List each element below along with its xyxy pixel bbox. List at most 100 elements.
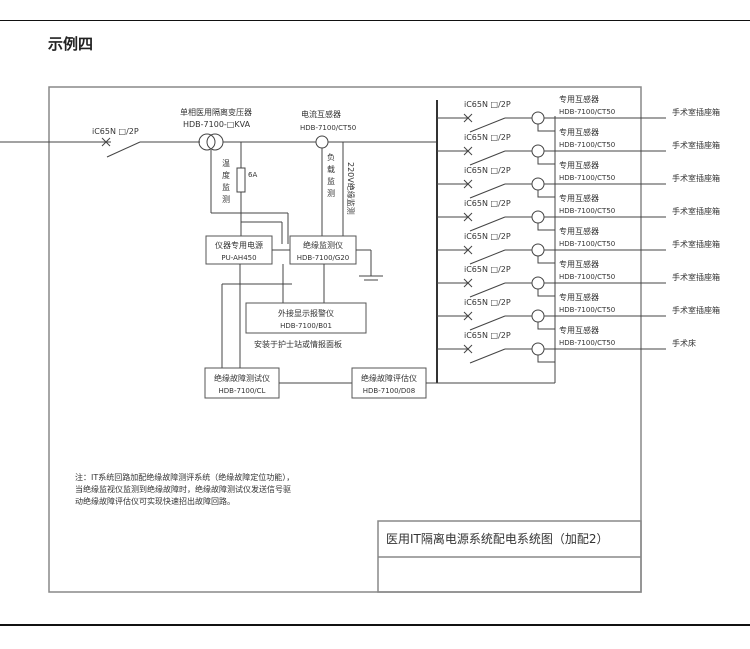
branch-breaker-contact [469,117,506,133]
branch-breaker-contact [469,249,506,265]
branch-load-label: 手术室插座箱 [672,206,720,216]
branch-ct-name: 专用互感器 [559,160,599,170]
branch-ct-model: HDB-7100/CT50 [559,141,615,149]
temp-monitor-label: 温度监测 [222,159,230,204]
branch-ct-symbol [531,144,545,158]
alarm-display-name: 外接显示报警仪 [278,308,334,318]
fault-evaluator-model: HDB-7100/D08 [363,387,415,395]
power-supply-name: 仪器专用电源 [215,240,263,250]
branch-ct-model: HDB-7100/CT50 [559,207,615,215]
note-line: 动绝缘故障评估仪可实现快速招出故障回路。 [75,496,235,506]
branch-ct-name: 专用互感器 [559,292,599,302]
branch-breaker-label: iC65N □/2P [464,166,511,175]
ground-symbol [356,249,383,281]
section-title: 示例四 [48,35,94,53]
power-supply-box [205,235,273,265]
main-breaker-symbol [100,137,141,158]
branch-breaker-contact [469,348,506,364]
fault-tester-box [204,367,280,399]
branch-ct-wire [537,157,555,165]
branch-load-label: 手术室插座箱 [672,272,720,282]
power-supply-model: PU-AH450 [221,254,256,262]
transformer-name: 单相医用隔离变压器 [180,107,252,117]
branch-ct-wire [537,124,555,132]
branch-ct-symbol [531,177,545,191]
branch-breaker-label: iC65N □/2P [464,265,511,274]
branch-ct-name: 专用互感器 [559,193,599,203]
branch-ct-model: HDB-7100/CT50 [559,273,615,281]
branch-ct-wire [537,355,555,363]
branch-ct-model: HDB-7100/CT50 [559,174,615,182]
ct-model: HDB-7100/CT50 [300,124,356,132]
insulation-monitor-box [289,235,357,265]
transformer-symbol [198,133,224,151]
branch-breaker-x [463,179,473,189]
branch-load-label: 手术室插座箱 [672,173,720,183]
branch-breaker-label: iC65N □/2P [464,133,511,142]
ct-name: 电流互感器 [301,109,341,119]
top-divider [0,20,750,21]
branch-ct-wire [537,223,555,231]
bottom-divider [0,624,750,626]
branch-ct-wire [537,322,555,330]
branch-ct-symbol [531,276,545,290]
branch-breaker-contact [469,315,506,331]
load-monitor-label: 负载监测 [327,152,335,198]
alarm-display-model: HDB-7100/B01 [280,322,332,330]
branch-ct-wire [537,190,555,198]
branch-breaker-label: iC65N □/2P [464,232,511,241]
branch-breaker-contact [469,282,506,298]
branch-breaker-contact [469,183,506,199]
fault-tester-name: 绝缘故障测试仪 [214,373,270,383]
insulation-monitor-label: 220V绝缘监测 [346,162,356,215]
note-text: 注：IT系统回路加配绝缘故障测评系统（绝缘故障定位功能）， 当绝缘监视仪监测到绝… [75,472,297,506]
branch-ct-name: 专用互感器 [559,127,599,137]
branch-ct-symbol [531,342,545,356]
branch-ct-name: 专用互感器 [559,325,599,335]
branch-ct-symbol [531,243,545,257]
branch-ct-wire [537,289,555,297]
branch-breaker-x [463,146,473,156]
branch-breaker-label: iC65N □/2P [464,199,511,208]
fuse-rating: 6A [248,171,257,179]
fuse-symbol [236,167,246,193]
transformer-model: HDB-7100-□KVA [183,120,251,129]
alarm-display-box [245,302,367,334]
branch-breaker-x [463,278,473,288]
branch-breaker-label: iC65N □/2P [464,100,511,109]
branch-breaker-label: iC65N □/2P [464,298,511,307]
insulation-monitor-model: HDB-7100/G20 [297,254,350,262]
branch-ct-symbol [531,111,545,125]
branch-breaker-x [463,344,473,354]
insulation-monitor-name: 绝缘监测仪 [303,240,343,250]
branch-ct-model: HDB-7100/CT50 [559,306,615,314]
branch-load-label: 手术室插座箱 [672,107,720,117]
title-block-text: 医用IT隔离电源系统配电系统图（加配2） [386,531,609,546]
branch-breaker-x [463,113,473,123]
branch-breaker-x [463,245,473,255]
branch-ct-model: HDB-7100/CT50 [559,108,615,116]
branch-breaker-contact [469,216,506,232]
fault-evaluator-box [351,367,427,399]
branch-ct-model: HDB-7100/CT50 [559,339,615,347]
note-line: 注：IT系统回路加配绝缘故障测评系统（绝缘故障定位功能）， [75,472,294,482]
fault-tester-model: HDB-7100/CL [219,387,266,395]
branch-ct-symbol [531,210,545,224]
branch-breaker-x [463,212,473,222]
branch-load-label: 手术室插座箱 [672,305,720,315]
main-breaker-label: iC65N □/2P [92,127,139,136]
note-line: 当绝缘监视仪监测到绝缘故障时，绝缘故障测试仪发送信号驱 [75,484,291,494]
branch-ct-name: 专用互感器 [559,259,599,269]
branch-breaker-contact [469,150,506,166]
branch-load-label: 手术室插座箱 [672,140,720,150]
branch-load-label: 手术室插座箱 [672,239,720,249]
branch-circuits: iC65N □/2P 专用互感器 HDB-7100/CT50 手术室插座箱 iC65N … [437,94,720,364]
branch-ct-symbol [531,309,545,323]
fault-evaluator-name: 绝缘故障评估仪 [361,373,417,383]
branch-ct-model: HDB-7100/CT50 [559,240,615,248]
drawing-frame [48,86,642,593]
branch-ct-wire [537,256,555,264]
branch-ct-name: 专用互感器 [559,226,599,236]
branch-breaker-x [463,311,473,321]
